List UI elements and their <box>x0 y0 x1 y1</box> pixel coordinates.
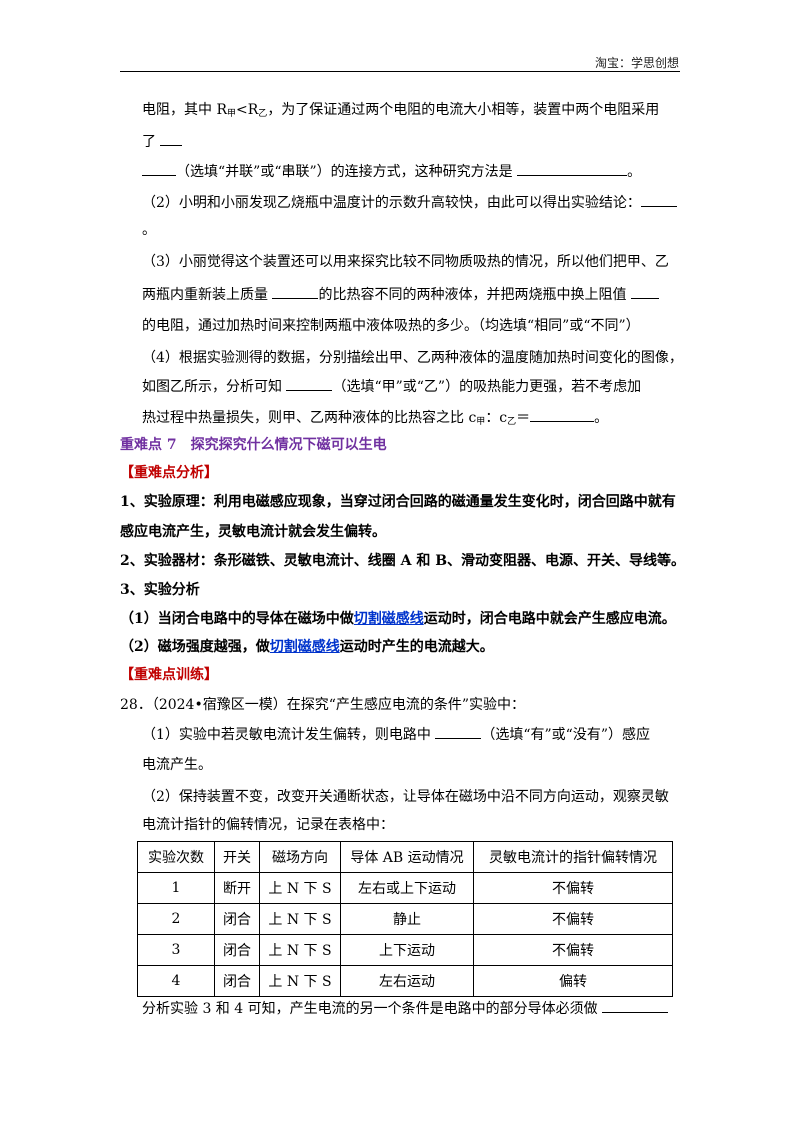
answer-blank[interactable] <box>286 376 333 391</box>
table-header: 实验次数 <box>137 841 215 873</box>
table-cell: 不偏转 <box>473 903 673 935</box>
experiment-table: 实验次数 开关 磁场方向 导体 AB 运动情况 灵敏电流计的指针偏转情况 1 断… <box>137 841 673 997</box>
table-row: 4 闭合 上 N 下 S 左右运动 偏转 <box>137 965 673 997</box>
table-header-row: 实验次数 开关 磁场方向 导体 AB 运动情况 灵敏电流计的指针偏转情况 <box>137 841 673 873</box>
header-brand: 淘宝：学思创想 <box>595 56 680 70</box>
section-title: 重难点 7 探究探究什么情况下磁可以生电 <box>120 437 387 453</box>
q4-line-1: （4）根据实验测得的数据，分别描绘出甲、乙两种液体的温度随加热时间变化的图像， <box>142 350 683 366</box>
table-row: 1 断开 上 N 下 S 左右或上下运动 不偏转 <box>137 872 673 904</box>
table-cell: 上 N 下 S <box>259 903 341 935</box>
table-cell: 上 N 下 S <box>259 872 341 904</box>
header-divider <box>120 71 680 72</box>
q28-sub2-line-2: 电流计指针的偏转情况，记录在表格中： <box>142 817 394 833</box>
q2-line-1: （2）小明和小丽发现乙烧瓶中温度计的示数升高较快，由此可以得出实验结论： <box>142 192 677 213</box>
table-cell: 2 <box>137 903 215 935</box>
table-header: 开关 <box>214 841 260 873</box>
answer-blank[interactable] <box>435 724 482 739</box>
q28-sub1-line-2: 电流产生。 <box>142 757 212 773</box>
analysis-point-2: （2）磁场强度越强，做切割磁感线运动时产生的电流越大。 <box>120 639 494 655</box>
table-cell: 左右或上下运动 <box>340 872 474 904</box>
q4-line-2: 如图乙所示，分析可知 （选填“甲”或“乙”）的吸热能力更强，若不考虑加 <box>142 376 641 397</box>
analysis-heading: 【重难点分析】 <box>120 465 218 481</box>
intro-line-1: 电阻，其中 R甲<R乙，为了保证通过两个电阻的电流大小相等，装置中两个电阻采用 <box>142 102 660 119</box>
q3-line-1: （3）小丽觉得这个装置还可以用来探究比较不同物质吸热的情况，所以他们把甲、乙 <box>142 254 669 270</box>
table-header: 磁场方向 <box>259 841 341 873</box>
q28-stem: 28．（2024•宿豫区一模）在探究“产生感应电流的条件”实验中： <box>120 697 526 713</box>
q28-sub2-line-1: （2）保持装置不变，改变开关通断状态，让导体在磁场中沿不同方向运动，观察灵敏 <box>142 789 669 805</box>
answer-blank[interactable] <box>142 161 176 176</box>
analysis-point-1: （1）当闭合电路中的导体在磁场中做切割磁感线运动时，闭合电路中就会产生感应电流。 <box>120 611 676 627</box>
q28-sub1-line-1: （1）实验中若灵敏电流计发生偏转，则电路中 （选填“有”或“没有”）感应 <box>142 724 650 745</box>
principle-line-1: 1、实验原理：利用电磁感应现象，当穿过闭合回路的磁通量发生变化时，闭合回路中就有 <box>120 494 676 510</box>
table-cell: 3 <box>137 934 215 966</box>
table-cell: 断开 <box>214 872 260 904</box>
principle-line-2: 感应电流产生，灵敏电流计就会发生偏转。 <box>120 524 386 540</box>
intro-line-2: 了 <box>142 131 183 152</box>
q2-line-2: 。 <box>142 222 156 238</box>
q3-line-3: 的电阻，通过加热时间来控制两瓶中液体吸热的多少。（均选填“相同”或“不同”） <box>142 318 640 334</box>
answer-blank[interactable] <box>160 131 183 146</box>
analysis-line: 3、实验分析 <box>120 582 200 598</box>
table-cell: 上 N 下 S <box>259 965 341 997</box>
table-cell: 静止 <box>340 903 474 935</box>
table-cell: 上 N 下 S <box>259 934 341 966</box>
cutting-field-lines-link[interactable]: 切割磁感线 <box>269 639 340 655</box>
intro-line-3: （选填“并联”或“串联”）的连接方式，这种研究方法是 。 <box>142 161 641 182</box>
table-cell: 左右运动 <box>340 965 474 997</box>
answer-blank[interactable] <box>272 284 319 299</box>
table-cell: 闭合 <box>214 903 260 935</box>
table-row: 2 闭合 上 N 下 S 静止 不偏转 <box>137 903 673 935</box>
table-cell: 不偏转 <box>473 872 673 904</box>
table-row: 3 闭合 上 N 下 S 上下运动 不偏转 <box>137 934 673 966</box>
answer-blank[interactable] <box>530 407 595 422</box>
table-cell: 闭合 <box>214 965 260 997</box>
table-cell: 上下运动 <box>340 934 474 966</box>
table-cell: 1 <box>137 872 215 904</box>
q4-line-3: 热过程中热量损失，则甲、乙两种液体的比热容之比 c甲：c乙＝。 <box>142 407 608 432</box>
table-header: 灵敏电流计的指针偏转情况 <box>473 841 673 873</box>
answer-blank[interactable] <box>517 161 628 176</box>
table-cell: 偏转 <box>473 965 673 997</box>
equipment-line: 2、实验器材：条形磁铁、灵敏电流计、线圈 A 和 B、滑动变阻器、电源、开关、导… <box>120 553 686 569</box>
answer-blank[interactable] <box>602 998 669 1013</box>
table-cell: 不偏转 <box>473 934 673 966</box>
table-cell: 闭合 <box>214 934 260 966</box>
answer-blank[interactable] <box>640 192 677 207</box>
q3-line-2: 两瓶内重新装上质量 的比热容不同的两种液体，并把两烧瓶中换上阻值 <box>142 284 659 305</box>
training-heading: 【重难点训练】 <box>120 667 218 683</box>
answer-blank[interactable] <box>630 284 659 299</box>
cutting-field-lines-link[interactable]: 切割磁感线 <box>353 611 424 627</box>
table-cell: 4 <box>137 965 215 997</box>
q28-conclusion: 分析实验 3 和 4 可知，产生电流的另一个条件是电路中的部分导体必须做 <box>142 998 669 1019</box>
table-header: 导体 AB 运动情况 <box>340 841 474 873</box>
